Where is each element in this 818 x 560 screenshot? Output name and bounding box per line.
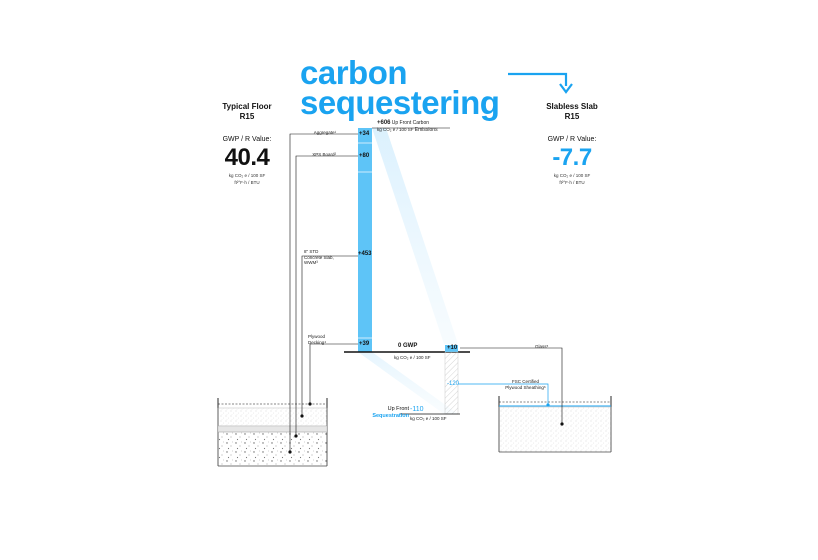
layer-label-xps: XPS Board²: [312, 152, 336, 157]
layer-label-concrete: 8" STD Concrete Slab, WWM³: [304, 249, 334, 265]
headline-line1: carbon: [300, 54, 408, 91]
projection-wedge-lower: [358, 352, 458, 414]
sequestration-label: Up Front Sequestration: [366, 406, 409, 420]
bar-value-glass: +10: [447, 345, 458, 351]
sequestration-unit: kg CO₂ e / 100 SF: [410, 416, 447, 421]
glass-leader-dot: [560, 422, 564, 426]
zero-gwp-unit: kg CO₂ e / 100 SF: [394, 355, 431, 360]
layer-label-glass: Glass⁵: [535, 344, 549, 349]
upfront-carbon-unit: kg CO₂ e / 100 SF: [377, 126, 414, 132]
upfront-carbon-text1: Up Front Carbon: [391, 120, 430, 126]
slabless-slab-section: [498, 396, 612, 453]
typical-floor-title: Typical Floor: [222, 102, 272, 111]
slabless-slab-gwp-value: -7.7: [552, 144, 592, 171]
slabless-slab-title: Slabless Slab: [546, 102, 598, 111]
slabless-slab-unit2: ft²°F·h / BTU: [559, 180, 585, 185]
sheathing-leader-dot: [546, 403, 550, 407]
headline: carbon sequestering: [300, 54, 530, 121]
upfront-carbon-value: +606: [377, 120, 391, 126]
headline-arrow: [508, 72, 568, 86]
typical-floor-r-value: R15: [239, 112, 255, 121]
slabless-slab-gwp-label: GWP / R Value:: [547, 136, 597, 143]
sheathing-leader: [458, 383, 549, 404]
zero-gwp-label: 0 GWP: [398, 343, 418, 349]
layer-label-plywood-decking: Plywood Decking⁴: [308, 334, 327, 345]
bar-value-plywood-decking: +39: [359, 341, 370, 347]
leader-dots: [288, 402, 312, 454]
layer-label-aggregate: Aggregate¹: [313, 130, 336, 135]
slabless-slab-unit1: kg CO₂ e / 100 SF: [553, 173, 591, 178]
typical-floor-gwp-value: 40.4: [224, 144, 270, 171]
typical-layer-leaders: [289, 133, 358, 452]
typical-floor-unit1: kg CO₂ e / 100 SF: [228, 173, 266, 178]
bar-value-aggregate: +34: [359, 131, 370, 137]
sequestration-label-line1: Up Front: [387, 406, 409, 412]
headline-arrow-head: [559, 83, 573, 94]
projection-wedge: [372, 128, 458, 344]
slabless-slab-panel: Slabless Slab R15 GWP / R Value: -7.7 kg…: [517, 102, 627, 185]
typical-floor-section: [217, 398, 328, 467]
layer-label-plywood-sheathing: FSC Certified Plywood Sheathing⁶: [505, 379, 546, 390]
slabless-slab-r-value: R15: [564, 112, 580, 121]
typical-floor-unit2: ft²°F·h / BTU: [234, 180, 260, 185]
typical-floor-panel: Typical Floor R15 GWP / R Value: 40.4 kg…: [192, 102, 302, 185]
bar-value-concrete: +453: [358, 251, 372, 257]
upfront-carbon-label: +606 Up Front Carbon kg CO₂ e / 100 SF E…: [377, 120, 487, 133]
typical-floor-bar: [358, 128, 372, 352]
glass-bar: [445, 345, 458, 352]
bar-value-plywood-sheathing: -120: [447, 381, 460, 387]
upfront-carbon-text2: Emissions: [414, 126, 438, 133]
bar-value-xps: +80: [359, 153, 370, 159]
headline-line2: sequestering: [300, 84, 500, 121]
sequestration-value: -110: [410, 406, 424, 413]
typical-floor-gwp-label: GWP / R Value:: [222, 136, 272, 143]
sequestration-label-line2: Sequestration: [372, 413, 409, 419]
glass-leader: [460, 347, 563, 424]
